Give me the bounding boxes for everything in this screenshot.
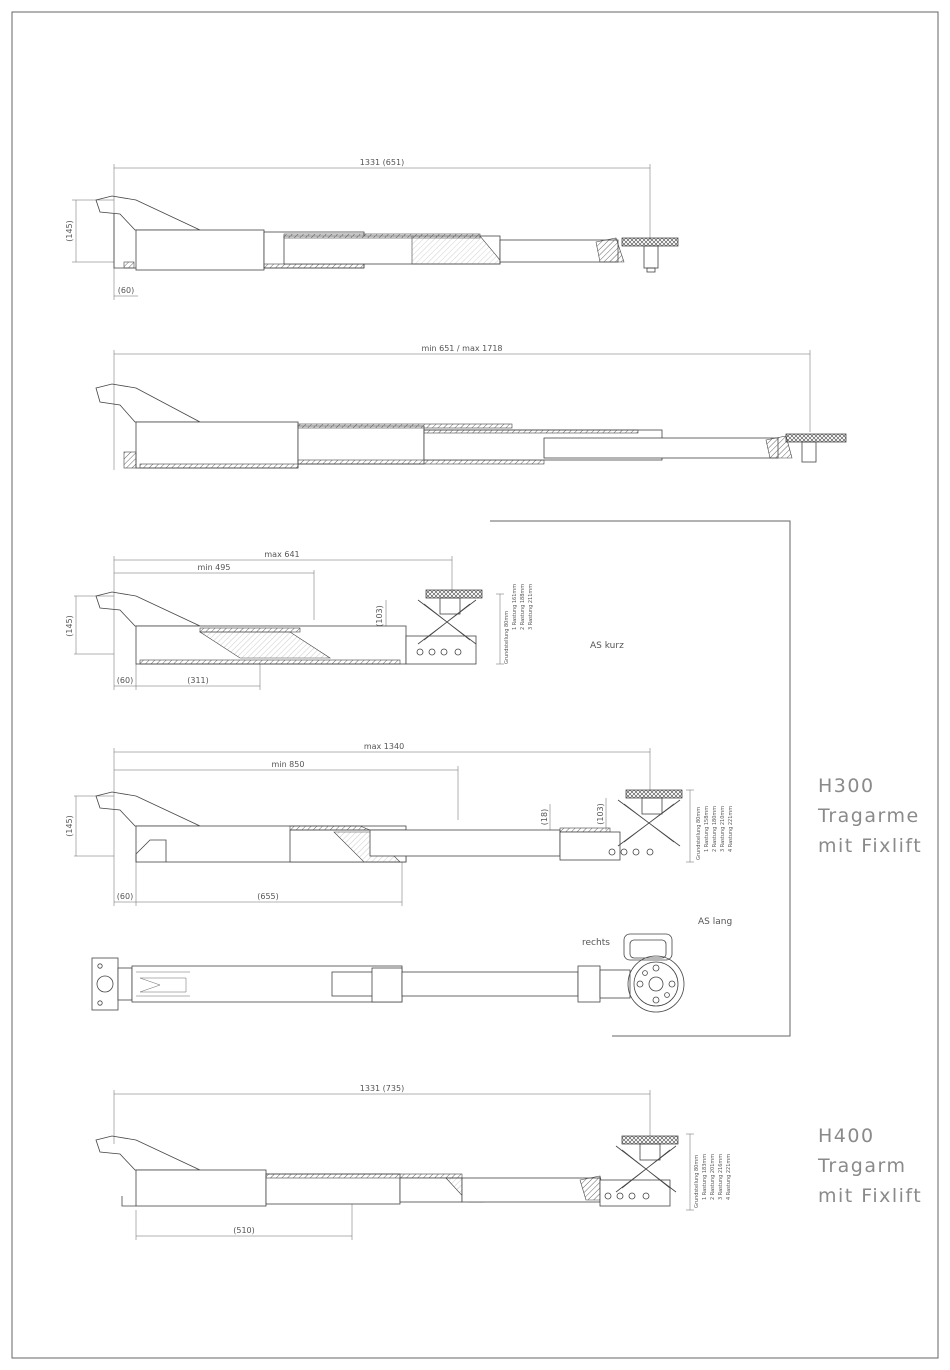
svg-text:2 Rastung 188mm: 2 Rastung 188mm <box>520 584 526 630</box>
svg-text:H300: H300 <box>818 775 875 797</box>
dim-base: (60) <box>117 676 133 685</box>
dim-length: 1331 (735) <box>360 1084 404 1093</box>
svg-text:2 Rastung 180mm: 2 Rastung 180mm <box>712 806 718 852</box>
svg-text:H400: H400 <box>818 1125 875 1147</box>
position-notes: Grundstellung 80mm 1 Rastung 183mm 2 Ras… <box>694 1154 732 1208</box>
svg-text:mit Fixlift: mit Fixlift <box>818 1185 922 1207</box>
title-h400: H400 Tragarm mit Fixlift <box>817 1125 922 1207</box>
dim-base: (60) <box>118 286 134 295</box>
svg-text:Tragarm: Tragarm <box>817 1155 906 1177</box>
arm-view-2: min 651 / max 1718 <box>95 344 847 470</box>
dim-min: min 850 <box>272 760 305 769</box>
svg-text:1 Rastung 183mm: 1 Rastung 183mm <box>702 1154 708 1200</box>
label-as-kurz: AS kurz <box>590 641 624 651</box>
drawing-frame <box>11 11 939 1359</box>
dim-height: (145) <box>65 815 74 837</box>
dim-ext: (655) <box>257 892 279 901</box>
svg-text:3 Rastung 210mm: 3 Rastung 210mm <box>720 806 726 852</box>
svg-text:2 Rastung 201mm: 2 Rastung 201mm <box>710 1154 716 1200</box>
dim-ext: (510) <box>233 1226 255 1235</box>
h300-bracket <box>490 520 791 1037</box>
arm-view-3-short: max 641 min 495 (145) (103) (60) (311) <box>65 550 624 690</box>
svg-text:mit Fixlift: mit Fixlift <box>818 835 922 857</box>
position-notes: Grundstellung 80mm 1 Rastung 158mm 2 Ras… <box>696 806 734 860</box>
position-notes: Grundstellung 80mm 1 Rastung 161mm 2 Ras… <box>504 584 534 664</box>
svg-text:1 Rastung 158mm: 1 Rastung 158mm <box>704 806 710 852</box>
svg-text:Tragarme: Tragarme <box>817 805 920 827</box>
arm-view-6-h400: 1331 (735) (510) Grundstellung 80mm 1 Ra… <box>95 1084 732 1240</box>
dim-ext: (311) <box>187 676 209 685</box>
dim-height: (145) <box>65 615 74 637</box>
dim-length: min 651 / max 1718 <box>421 344 502 353</box>
dim-max: max 641 <box>264 550 299 559</box>
svg-text:Grundstellung 80mm: Grundstellung 80mm <box>504 611 510 664</box>
dim-small: (18) <box>540 809 549 825</box>
svg-text:1 Rastung 161mm: 1 Rastung 161mm <box>512 584 518 630</box>
svg-text:3 Rastung 211mm: 3 Rastung 211mm <box>528 584 534 630</box>
arm-view-1: 1331 (651) (145) (60) <box>65 158 679 300</box>
dim-lift: (103) <box>596 803 605 825</box>
title-h300: H300 Tragarme mit Fixlift <box>817 775 922 857</box>
dim-min: min 495 <box>198 563 231 572</box>
svg-text:Grundstellung 80mm: Grundstellung 80mm <box>694 1155 700 1208</box>
dim-length: 1331 (651) <box>360 158 404 167</box>
dim-height: (145) <box>65 220 74 242</box>
arm-view-4-long: max 1340 min 850 (145) (18) (103) (60) (… <box>65 742 734 927</box>
label-rechts: rechts <box>582 938 610 948</box>
svg-text:4 Rastung 221mm: 4 Rastung 221mm <box>726 1154 732 1200</box>
label-as-lang: AS lang <box>698 917 732 927</box>
dim-base: (60) <box>117 892 133 901</box>
dim-max: max 1340 <box>364 742 404 751</box>
svg-text:3 Rastung 216mm: 3 Rastung 216mm <box>718 1154 724 1200</box>
svg-text:Grundstellung 80mm: Grundstellung 80mm <box>696 807 702 860</box>
dim-lift: (103) <box>375 605 384 627</box>
svg-text:4 Rastung 221mm: 4 Rastung 221mm <box>728 806 734 852</box>
arm-top-view: rechts <box>91 933 685 1013</box>
